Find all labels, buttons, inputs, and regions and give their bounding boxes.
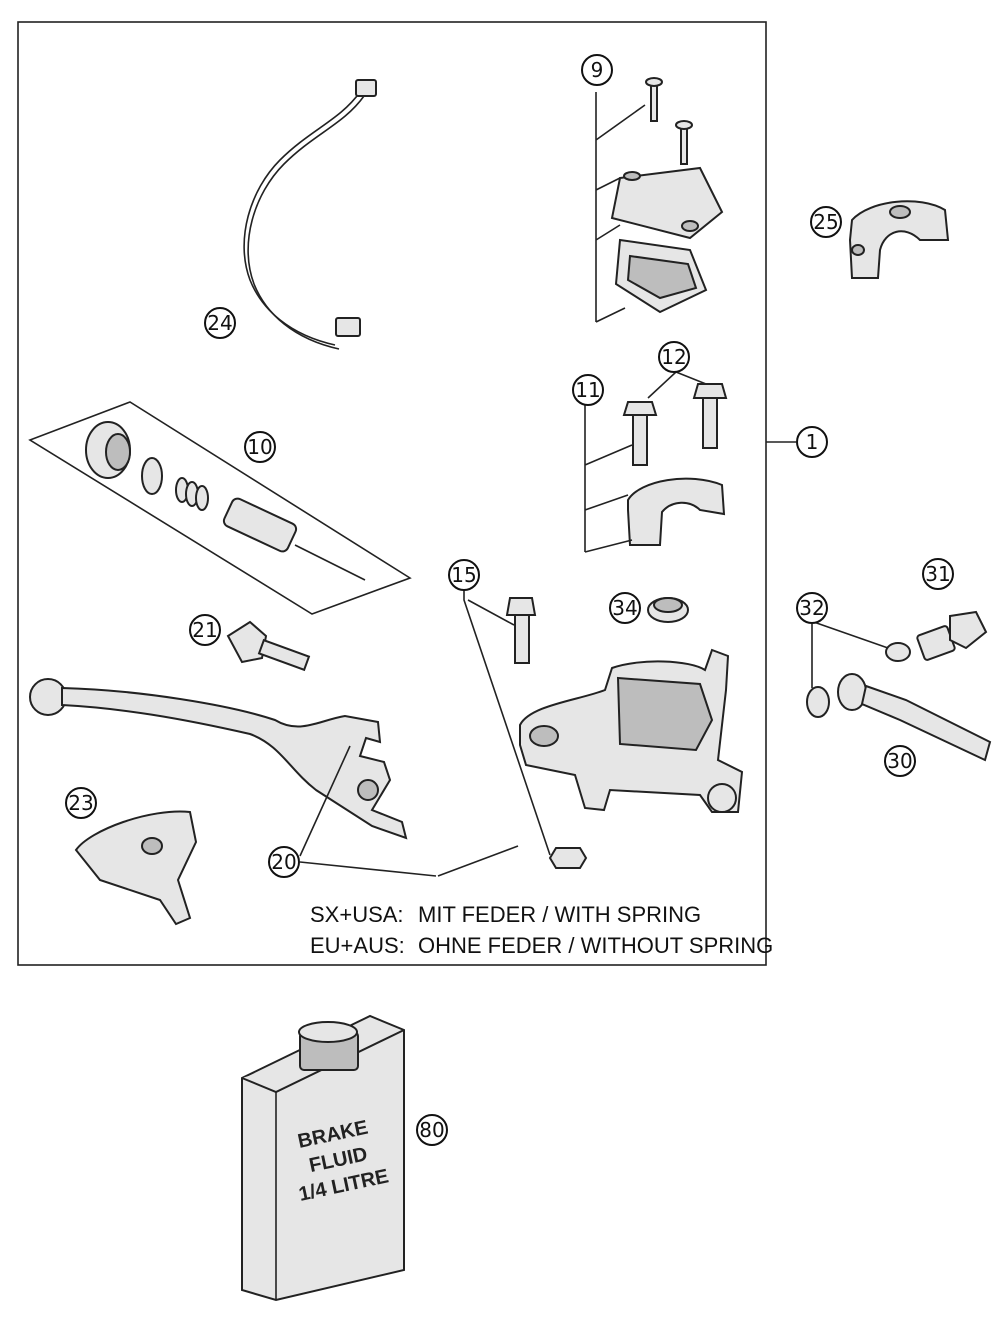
callout-32: 32 — [796, 592, 828, 624]
svg-text:30: 30 — [887, 749, 912, 773]
svg-text:9: 9 — [591, 58, 604, 82]
svg-text:23: 23 — [68, 791, 93, 815]
svg-text:21: 21 — [192, 618, 217, 642]
svg-text:34: 34 — [612, 596, 637, 620]
svg-text:12: 12 — [661, 345, 686, 369]
svg-text:20: 20 — [271, 850, 296, 874]
callout-34: 34 — [609, 592, 641, 624]
callout-9: 9 — [581, 54, 613, 86]
part-15-pivot-bolt — [505, 597, 588, 869]
callout-23: 23 — [65, 787, 97, 819]
svg-text:31: 31 — [925, 562, 950, 586]
callout-31: 31 — [922, 558, 954, 590]
svg-text:25: 25 — [813, 210, 838, 234]
svg-text:80: 80 — [419, 1118, 444, 1142]
svg-text:15: 15 — [451, 563, 476, 587]
spring-notes: SX+USA: MIT FEDER / WITH SPRING EU+AUS: … — [310, 902, 773, 958]
svg-text:10: 10 — [247, 435, 272, 459]
svg-text:32: 32 — [799, 596, 824, 620]
part-10-piston-kit — [28, 401, 412, 615]
part-20-lever — [29, 678, 519, 877]
callout-20: 20 — [268, 846, 300, 878]
assembly-frame — [17, 21, 767, 966]
part-34-cap — [647, 597, 689, 623]
master-cylinder-body — [519, 648, 744, 813]
note-line2-region: EU+AUS: — [310, 933, 405, 958]
part-25-clamp — [848, 200, 950, 279]
callout-21: 21 — [189, 614, 221, 646]
svg-text:24: 24 — [207, 311, 232, 335]
part-11-12-clamp-bolts — [622, 383, 728, 546]
callout-11: 11 — [572, 374, 604, 406]
callout-12: 12 — [658, 341, 690, 373]
part-80-brake-fluid-can — [241, 1014, 405, 1302]
callout-15: 15 — [448, 559, 480, 591]
note-line2-text: OHNE FEDER / WITHOUT SPRING — [418, 933, 773, 958]
part-21-adjuster — [226, 620, 311, 672]
part-30-31-32-brake-hose — [806, 610, 992, 762]
part-23-lever-cover — [74, 810, 198, 926]
callout-1: 1 — [796, 426, 828, 458]
svg-text:11: 11 — [575, 378, 600, 402]
note-line1-text: MIT FEDER / WITH SPRING — [418, 902, 701, 927]
callout-80: 80 — [416, 1114, 448, 1146]
svg-text:1: 1 — [806, 430, 819, 454]
callout-30: 30 — [884, 745, 916, 777]
note-line1-region: SX+USA: — [310, 902, 404, 927]
part-9-reservoir-cover — [610, 77, 724, 314]
callout-24: 24 — [204, 307, 236, 339]
callout-25: 25 — [810, 206, 842, 238]
part-24-cable — [243, 79, 377, 350]
callout-10: 10 — [244, 431, 276, 463]
